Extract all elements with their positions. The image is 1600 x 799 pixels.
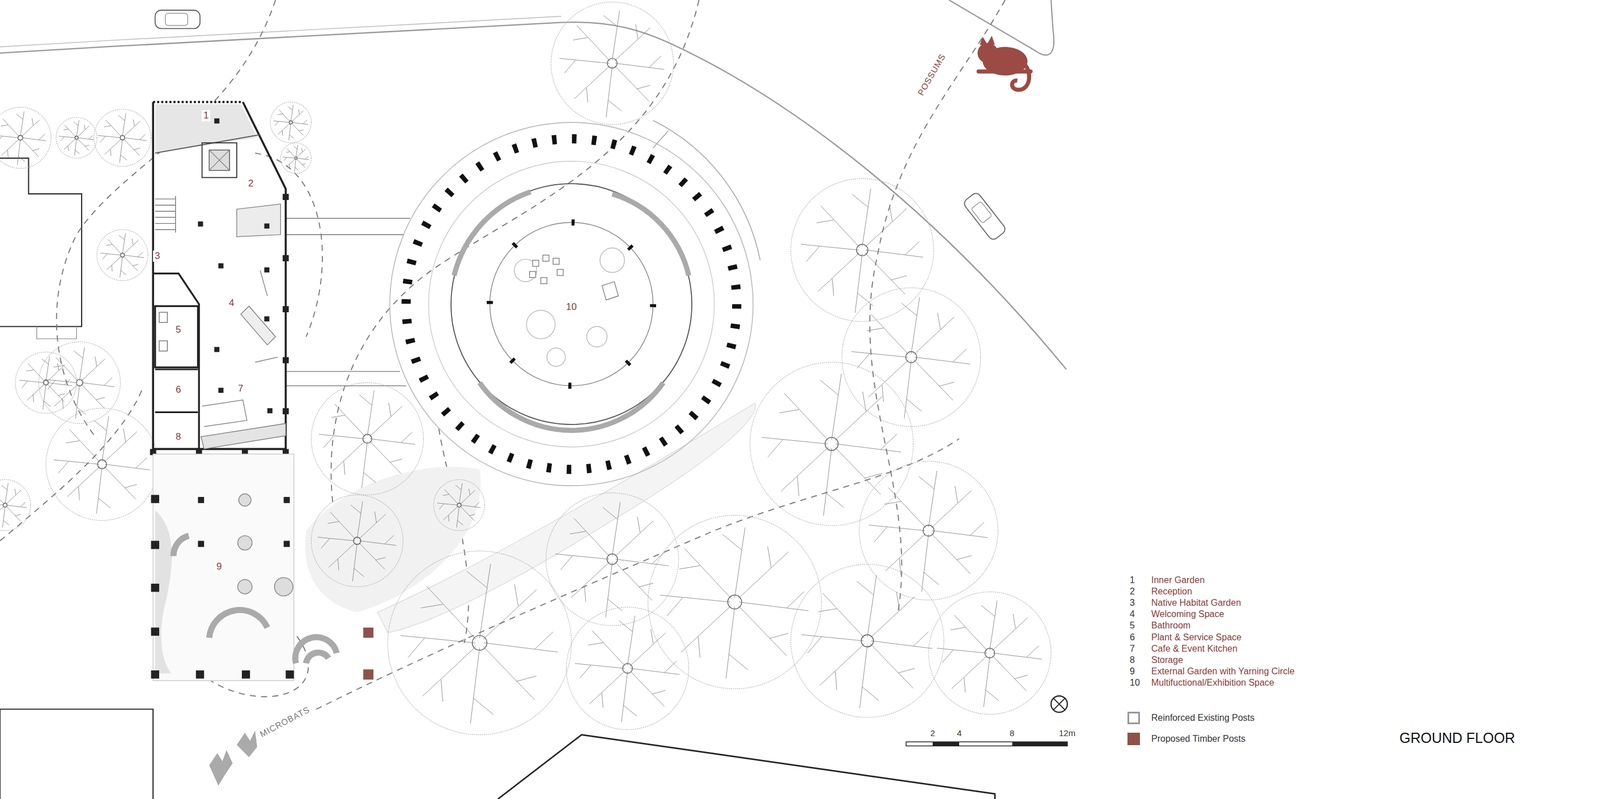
fauna-path-label: MICROBATS [256,703,313,740]
legend-number: 6 [1129,632,1135,643]
room-number: 10 [564,301,579,313]
legend-number: 3 [1129,597,1135,608]
legend-number: 5 [1129,620,1135,631]
drawing-title: GROUND FLOOR [1399,729,1516,747]
legend-room-name: Multifuctional/Exhibition Space [1151,677,1275,688]
legend-number: 7 [1129,643,1135,654]
legend-room-name: Inner Garden [1151,575,1205,586]
room-number: 9 [214,560,224,573]
legend-swatch [1127,711,1140,725]
scale-label: 12m [1058,728,1076,738]
room-number: 8 [173,431,183,443]
legend-number: 1 [1129,575,1135,586]
scale-label: 8 [1009,728,1015,738]
legend-room-name: Reception [1151,586,1193,597]
legend-room-name: Cafe & Event Kitchen [1151,643,1238,654]
legend-room-name: Welcoming Space [1151,609,1225,620]
legend-number: 9 [1129,666,1135,677]
scale-label: 2 [930,728,935,738]
legend-number: 4 [1129,609,1135,620]
legend-room-name: External Garden with Yarning Circle [1151,666,1295,677]
room-number: 5 [173,324,183,336]
fauna-path-label: POSSUMS [915,50,949,99]
room-number: 2 [246,177,255,190]
legend-swatch [1127,732,1140,746]
room-number: 3 [152,250,162,262]
room-number: 7 [236,383,245,395]
room-number: 4 [227,297,236,309]
legend-room-name: Storage [1151,654,1184,666]
legend-text: Reinforced Existing Posts [1151,712,1255,723]
room-number: 1 [201,109,211,122]
legend-number: 10 [1129,677,1140,688]
legend-number: 8 [1129,654,1135,666]
legend-number: 2 [1129,586,1135,597]
legend-text: Proposed Timber Posts [1151,733,1246,744]
legend-room-name: Native Habitat Garden [1151,597,1241,608]
scale-label: 4 [956,728,962,738]
legend-room-name: Plant & Service Space [1151,632,1242,643]
room-number: 6 [173,384,183,396]
legend-room-name: Bathroom [1151,620,1191,631]
